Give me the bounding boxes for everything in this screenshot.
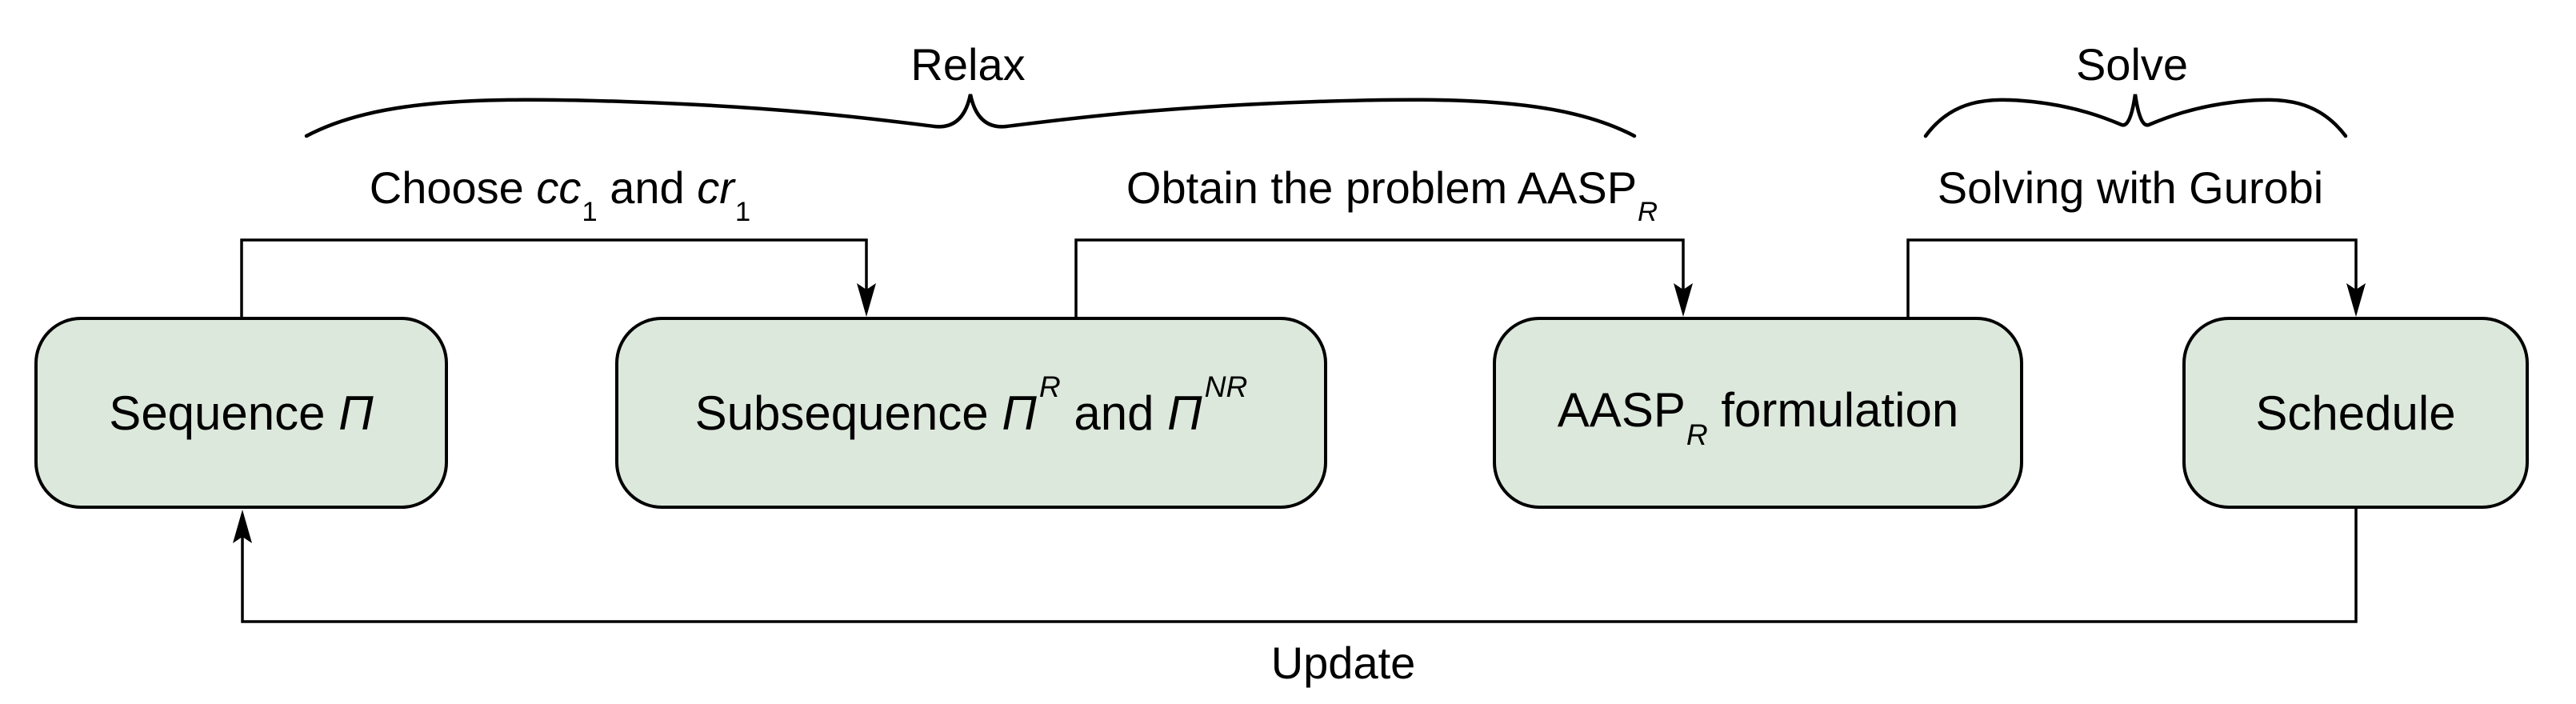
box-sequence-text: Sequence [109,386,339,440]
box-subsequence: Subsequence ΠR and ΠNR [615,317,1327,509]
box-aasp-text: formulation [1707,382,1959,437]
box-aasp-name: AASP [1557,382,1686,437]
box-sequence-label: Sequence Π [109,386,373,441]
box-subsequence-sup1: R [1038,370,1061,404]
box-subsequence-pi1-symbol: Π [1002,386,1037,440]
edge-solving-arrowhead [2346,283,2366,317]
edge-label-solving: Solving with Gurobi [1937,162,2324,213]
box-subsequence-sup2: NR [1204,370,1248,404]
edge-label-obtain: Obtain the problem AASPR [1126,162,1658,227]
edge-choose-line [240,238,868,318]
edge-label-update: Update [1270,638,1416,688]
edge-update-line [241,507,2358,623]
edge-choose-var2: cr [697,162,734,213]
relax-brace [304,94,1637,138]
box-sequence: Sequence Π [34,317,448,509]
edge-choose-sub2: 1 [734,196,751,227]
box-sequence-pi-symbol: Π [338,386,374,440]
edge-update-arrowhead [233,510,252,543]
edge-choose-var1: cc [536,162,582,213]
box-schedule: Schedule [2182,317,2529,509]
box-subsequence-pi2-symbol: Π [1167,386,1202,440]
box-subsequence-text: Subsequence [694,386,1002,440]
edge-label-choose: Choose cc1 and cr1 [369,162,750,227]
edge-solving-line [1906,238,2358,318]
box-schedule-label: Schedule [2255,386,2456,440]
edge-obtain-problem-name: AASP [1517,162,1638,213]
phase-label-relax: Relax [910,39,1026,90]
box-subsequence-label: Subsequence ΠR and ΠNR [694,370,1248,441]
edge-obtain-arrowhead [1674,283,1693,317]
box-aasp-label: AASPR formulation [1557,382,1959,451]
edge-choose-arrowhead [857,283,876,317]
box-aasp-sub: R [1686,417,1708,451]
phase-label-solve: Solve [2075,39,2189,90]
solve-brace [1923,94,2348,138]
edge-obtain-text: Obtain the problem [1126,162,1518,213]
box-subsequence-mid: and [1060,386,1168,440]
edge-choose-text: Choose [369,162,537,213]
edge-obtain-line [1074,238,1685,318]
edge-obtain-sub: R [1638,196,1658,227]
box-aasp-formulation: AASPR formulation [1493,317,2023,509]
edge-choose-mid: and [597,162,698,213]
edge-choose-sub1: 1 [582,196,598,227]
